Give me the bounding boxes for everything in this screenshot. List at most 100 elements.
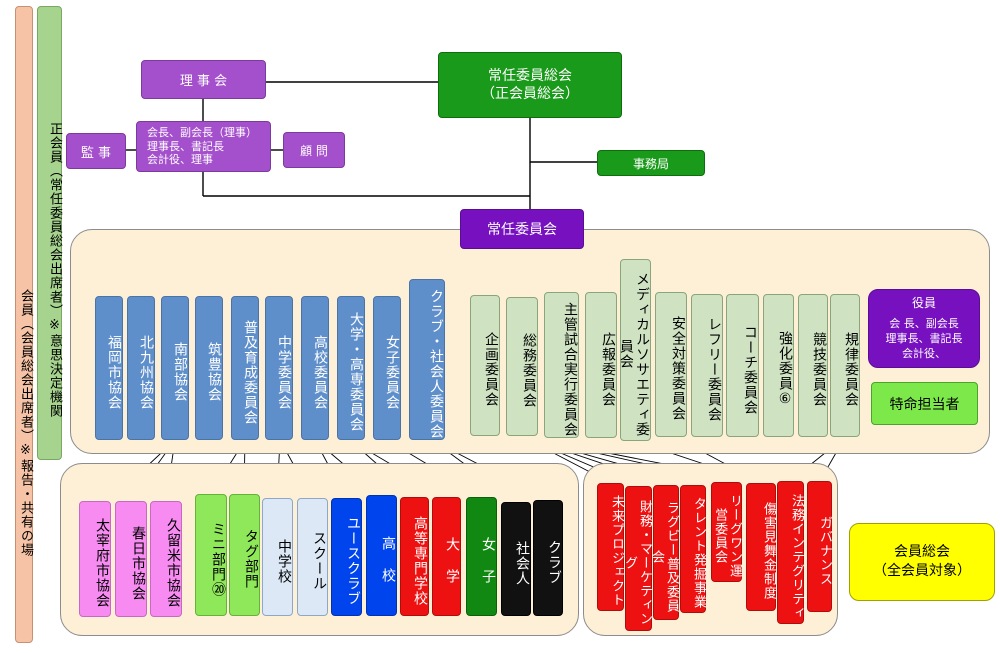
sub-future-project: 未来プロジェクト (597, 483, 624, 611)
general-meeting-box: 会員総会 （全会員対象） (849, 523, 995, 601)
officers-box: 会長、副会長（理事） 理事長、書記長 会計役、理事 (136, 121, 271, 172)
sub-dazaifu: 太宰府市協会 (79, 501, 111, 617)
sub-label: リーグワン運営委員会 (712, 494, 742, 578)
sub-youth-club: ユースクラブ (331, 498, 362, 616)
sub-label: クラブ (546, 539, 562, 585)
committee-label: 安全対策委員会 (670, 316, 686, 421)
general-assembly-box: 常任委員総会 （正会員総会） (438, 52, 622, 118)
committee-label: 競技委員会 (811, 332, 827, 407)
yakuin-line-3: 会計役、 (902, 347, 946, 361)
committee-match-execution: 主管試合実行委員会 (544, 292, 579, 438)
officers-line-1: 会長、副会長（理事） (147, 125, 257, 139)
sub-tag: タグ部門 (229, 494, 260, 616)
committee-medical-society: メディカルソサエティ委員会 (617, 259, 651, 441)
advisor-label: 顧 問 (300, 143, 328, 158)
committee-fukuoka-city: 福岡市協会 (95, 296, 123, 440)
sub-high-school: 高 校 (366, 495, 397, 616)
committee-competition: 競技委員会 (798, 294, 828, 437)
committee-label: 普及育成委員会 (242, 319, 258, 425)
sub-label: 傷害見舞金制度 (761, 502, 776, 600)
members-bar: 会員（会員総会出席者）※報告・共有の場 (15, 6, 33, 643)
committee-label: クラブ・社会人委員会 (428, 288, 444, 439)
committee-strengthening: 強化委員⑥ (763, 294, 794, 437)
committee-label: 女子委員会 (384, 334, 400, 410)
sub-rugby-promotion: ラグビー普及委員会 (649, 485, 679, 620)
committee-planning: 企画委員会 (470, 295, 500, 436)
sub-finance-marketing: 財務・マーケティング (622, 486, 652, 631)
sub-kasuga: 春日市協会 (115, 501, 147, 617)
sub-label: 高等専門学校 (412, 515, 428, 606)
sub-label: 太宰府市協会 (94, 518, 110, 608)
sub-label: 法務インテグリティ (789, 493, 804, 620)
yakuin-title: 役員 (911, 296, 936, 311)
sub-legal-integrity: 法務インテグリティ (777, 481, 804, 624)
sub-league-one: リーグワン運営委員会 (711, 482, 742, 582)
committee-high-school: 高校委員会 (301, 296, 329, 440)
committee-label: 企画委員会 (483, 332, 499, 407)
committee-public-relations: 広報委員会 (585, 292, 617, 438)
sub-label: ユースクラブ (345, 516, 361, 606)
sub-kurume: 久留米市協会 (150, 501, 182, 617)
committee-label: 規律委員会 (843, 332, 859, 407)
committee-label: レフリー委員会 (706, 317, 722, 422)
standing-committee-box: 常任委員会 (460, 209, 584, 249)
general-meeting-line-1: 会員総会 (894, 544, 950, 561)
sub-label: 未来プロジェクト (609, 495, 624, 607)
sub-mini: ミニ部門⑳ (195, 494, 227, 616)
committee-general-affairs: 総務委員会 (506, 297, 538, 436)
officers-line-3: 会計役、理事 (147, 153, 213, 167)
sub-label: 久留米市協会 (165, 518, 181, 608)
special-officer-box: 特命担当者 (871, 382, 978, 425)
sub-label: 女 子 (480, 537, 496, 584)
committee-label: 主管試合実行委員会 (562, 301, 578, 437)
general-assembly-line-1: 常任委員総会 (488, 67, 572, 84)
committee-university: 大学・高専委員会 (337, 296, 365, 440)
committee-junior-high: 中学委員会 (265, 296, 293, 440)
yakuin-line-1: 会 長、副会長 (889, 317, 959, 331)
board-box: 理 事 会 (141, 60, 266, 99)
auditor-label: 監 事 (80, 145, 112, 161)
sub-label: 財務・マーケティング (622, 499, 652, 626)
sub-label: 大 学 (444, 537, 460, 584)
special-officer-label: 特命担当者 (889, 396, 960, 413)
committee-fukyu-ikusei: 普及育成委員会 (231, 296, 259, 440)
sub-label: タグ部門 (243, 529, 259, 589)
sub-label: 中学校 (276, 538, 292, 584)
committee-label: 中学委員会 (276, 334, 292, 410)
committee-kitakyushu: 北九州協会 (127, 296, 155, 440)
sub-junior-high-school: 中学校 (262, 498, 293, 616)
sub-women: 女 子 (466, 497, 497, 616)
committee-label: 南部協会 (172, 342, 188, 402)
committee-nanbu: 南部協会 (161, 296, 189, 440)
sub-school: スクール (297, 498, 328, 616)
board-label: 理 事 会 (179, 74, 228, 89)
committee-label: 北九州協会 (138, 334, 154, 410)
sub-label: 社会人 (514, 540, 530, 586)
general-meeting-line-2: （全会員対象） (873, 563, 971, 579)
general-assembly-line-2: （正会員総会） (481, 86, 579, 102)
sub-label: ガバナンス (817, 515, 832, 586)
standing-committee-label: 常任委員会 (487, 222, 557, 238)
sub-label: ミニ部門⑳ (210, 521, 226, 597)
committee-club-adult: クラブ・社会人委員会 (409, 279, 445, 440)
committee-label: 福岡市協会 (106, 334, 122, 410)
committee-label: 大学・高専委員会 (348, 312, 364, 432)
committee-chikuho: 筑豊協会 (195, 296, 223, 440)
sub-label: スクール (311, 531, 327, 591)
sub-label: ラグビー普及委員会 (649, 500, 679, 613)
sub-university: 大 学 (432, 497, 461, 616)
secretariat-box: 事務局 (597, 150, 705, 176)
committee-label: 総務委員会 (521, 333, 537, 408)
committee-label: コーチ委員会 (742, 324, 758, 415)
advisor-box: 顧 問 (283, 132, 345, 168)
yakuin-line-2: 理事長、書記長 (885, 332, 963, 346)
auditor-box: 監 事 (66, 133, 126, 169)
committee-label: メディカルソサエティ委員会 (617, 271, 650, 437)
sub-talent-discovery: タレント発掘事業 (680, 485, 706, 613)
regular-members-bar-label: 正会員（常任委員総会出席者）※意思決定機関 (47, 122, 62, 418)
committee-women: 女子委員会 (373, 296, 401, 440)
committee-label: 強化委員⑥ (777, 331, 793, 408)
org-connectors (126, 81, 597, 209)
sub-club: クラブ (533, 500, 563, 616)
sub-technical-college: 高等専門学校 (400, 497, 429, 616)
